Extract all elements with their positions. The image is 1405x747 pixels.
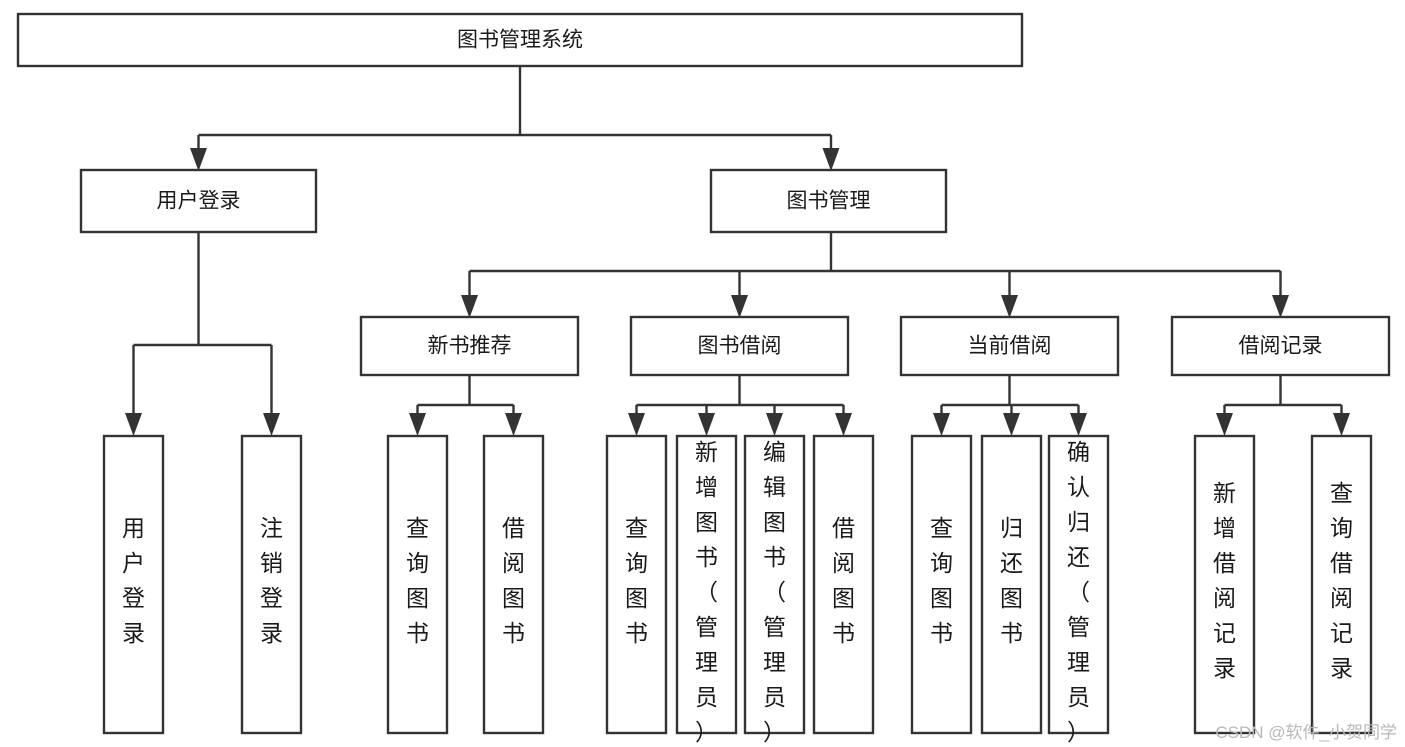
leaf-node-label: 编辑图书（管理员） (763, 439, 786, 745)
leaf-node-box[interactable] (605, 434, 668, 735)
leaf-node[interactable]: 借阅图书 (812, 434, 875, 735)
leaf-node-label: 确认归还（管理员） (1067, 439, 1090, 745)
arrow-to-leaf-1 (263, 413, 280, 436)
leaf-node-label: 查询图书 (625, 515, 648, 646)
node-user-login[interactable]: 用户登录 (79, 168, 318, 234)
leaf-node-label: 查询图书 (930, 515, 953, 646)
node-current-borrow[interactable]: 当前借阅 (899, 315, 1120, 377)
arrow-to-leaf-0 (125, 413, 142, 436)
leaf-node-box[interactable] (1047, 434, 1110, 735)
arrow-to-leaf-6 (766, 413, 783, 436)
leaf-node-label: 注销登录 (260, 515, 283, 646)
arrow-to-leaf-2 (409, 413, 426, 436)
leaf-node-box[interactable] (1193, 434, 1256, 735)
edges-layer (125, 66, 1350, 436)
edge-current-trunk (940, 375, 1080, 420)
leaf-node-box[interactable] (743, 434, 806, 735)
arrow-to-leaf-8 (933, 413, 950, 436)
arrow-to-leaf-4 (628, 413, 645, 436)
edge-borrow-trunk (635, 375, 845, 420)
leaf-node-label: 新增借阅记录 (1213, 480, 1236, 681)
edge-root-trunk (197, 66, 833, 155)
leaf-node[interactable]: 编辑图书（管理员） (743, 434, 806, 745)
arrow-to-leaf-12 (1333, 413, 1350, 436)
edge-record-trunk (1223, 375, 1343, 420)
leaf-node-box[interactable] (812, 434, 875, 735)
arrow-to-book-mgmt (822, 148, 840, 171)
leaf-node-box[interactable] (482, 434, 545, 735)
arrow-to-leaf-5 (698, 413, 715, 436)
node-new-book-recommend-label: 新书推荐 (428, 335, 512, 358)
node-root[interactable]: 图书管理系统 (16, 12, 1024, 68)
leaf-node-box[interactable] (980, 434, 1043, 735)
leaf-node-label: 查询图书 (406, 515, 429, 646)
node-borrow-record-box[interactable] (1170, 315, 1391, 377)
node-user-login-box[interactable] (79, 168, 318, 234)
leaf-node-box[interactable] (910, 434, 973, 735)
leaf-node[interactable]: 查询图书 (605, 434, 668, 735)
node-new-book-recommend[interactable]: 新书推荐 (359, 315, 580, 377)
leaf-node-label: 用户登录 (122, 515, 145, 646)
leaf-node[interactable]: 确认归还（管理员） (1047, 434, 1110, 745)
leaf-node-box[interactable] (1310, 434, 1373, 735)
arrow-to-current (1001, 295, 1018, 318)
csdn-watermark: CSDN @软件_小贺同学 (1215, 723, 1397, 742)
edge-book-mgmt-trunk (468, 232, 1282, 302)
leaf-node[interactable]: 查询图书 (386, 434, 449, 735)
node-new-book-recommend-box[interactable] (359, 315, 580, 377)
arrow-to-leaf-7 (835, 413, 852, 436)
leaf-node-label: 新增图书（管理员） (695, 439, 718, 745)
arrow-to-leaf-9 (1003, 413, 1020, 436)
leaf-node-box[interactable] (102, 434, 165, 735)
leaf-node[interactable]: 新增图书（管理员） (675, 434, 738, 745)
node-root-label: 图书管理系统 (457, 29, 583, 52)
node-root-box[interactable] (16, 12, 1024, 68)
node-user-login-label: 用户登录 (157, 190, 241, 213)
node-borrow-record-label: 借阅记录 (1239, 335, 1323, 358)
arrow-to-leaf-10 (1070, 413, 1087, 436)
node-book-borrow-label: 图书借阅 (698, 335, 782, 358)
node-current-borrow-box[interactable] (899, 315, 1120, 377)
arrow-to-borrow (731, 295, 748, 318)
leaf-node-box[interactable] (240, 434, 303, 735)
arrow-to-leaf-11 (1216, 413, 1233, 436)
node-book-borrow-box[interactable] (629, 315, 850, 377)
node-borrow-record[interactable]: 借阅记录 (1170, 315, 1391, 377)
node-book-management[interactable]: 图书管理 (709, 168, 948, 234)
node-book-management-box[interactable] (709, 168, 948, 234)
leaf-node-box[interactable] (675, 434, 738, 735)
node-book-borrow[interactable]: 图书借阅 (629, 315, 850, 377)
edge-user-login-trunk (132, 232, 273, 420)
leaf-node-label: 借阅图书 (502, 515, 525, 646)
node-current-borrow-label: 当前借阅 (968, 335, 1052, 358)
leaf-node[interactable]: 注销登录 (240, 434, 303, 735)
node-book-management-label: 图书管理 (787, 190, 871, 213)
leaf-node-label: 借阅图书 (832, 515, 855, 646)
arrow-to-record (1272, 295, 1289, 318)
arrow-to-new-book (461, 295, 478, 318)
leaf-nodes-layer: 用户登录 注销登录 查询图书 借阅图书 查询图书 新增图书（管理员） 编辑图书（管理员） 借阅… (102, 434, 1373, 745)
leaf-node[interactable]: 用户登录 (102, 434, 165, 735)
leaf-node[interactable]: 借阅图书 (482, 434, 545, 735)
arrow-to-leaf-3 (505, 413, 522, 436)
leaf-node[interactable]: 查询借阅记录 (1310, 434, 1373, 735)
leaf-node[interactable]: 新增借阅记录 (1193, 434, 1256, 735)
edge-new-book-trunk (416, 375, 515, 420)
leaf-node[interactable]: 归还图书 (980, 434, 1043, 735)
arrow-to-user-login (190, 148, 207, 171)
leaf-node-label: 查询借阅记录 (1330, 480, 1353, 681)
leaf-node-label: 归还图书 (1000, 515, 1023, 646)
leaf-node-box[interactable] (386, 434, 449, 735)
leaf-node[interactable]: 查询图书 (910, 434, 973, 735)
